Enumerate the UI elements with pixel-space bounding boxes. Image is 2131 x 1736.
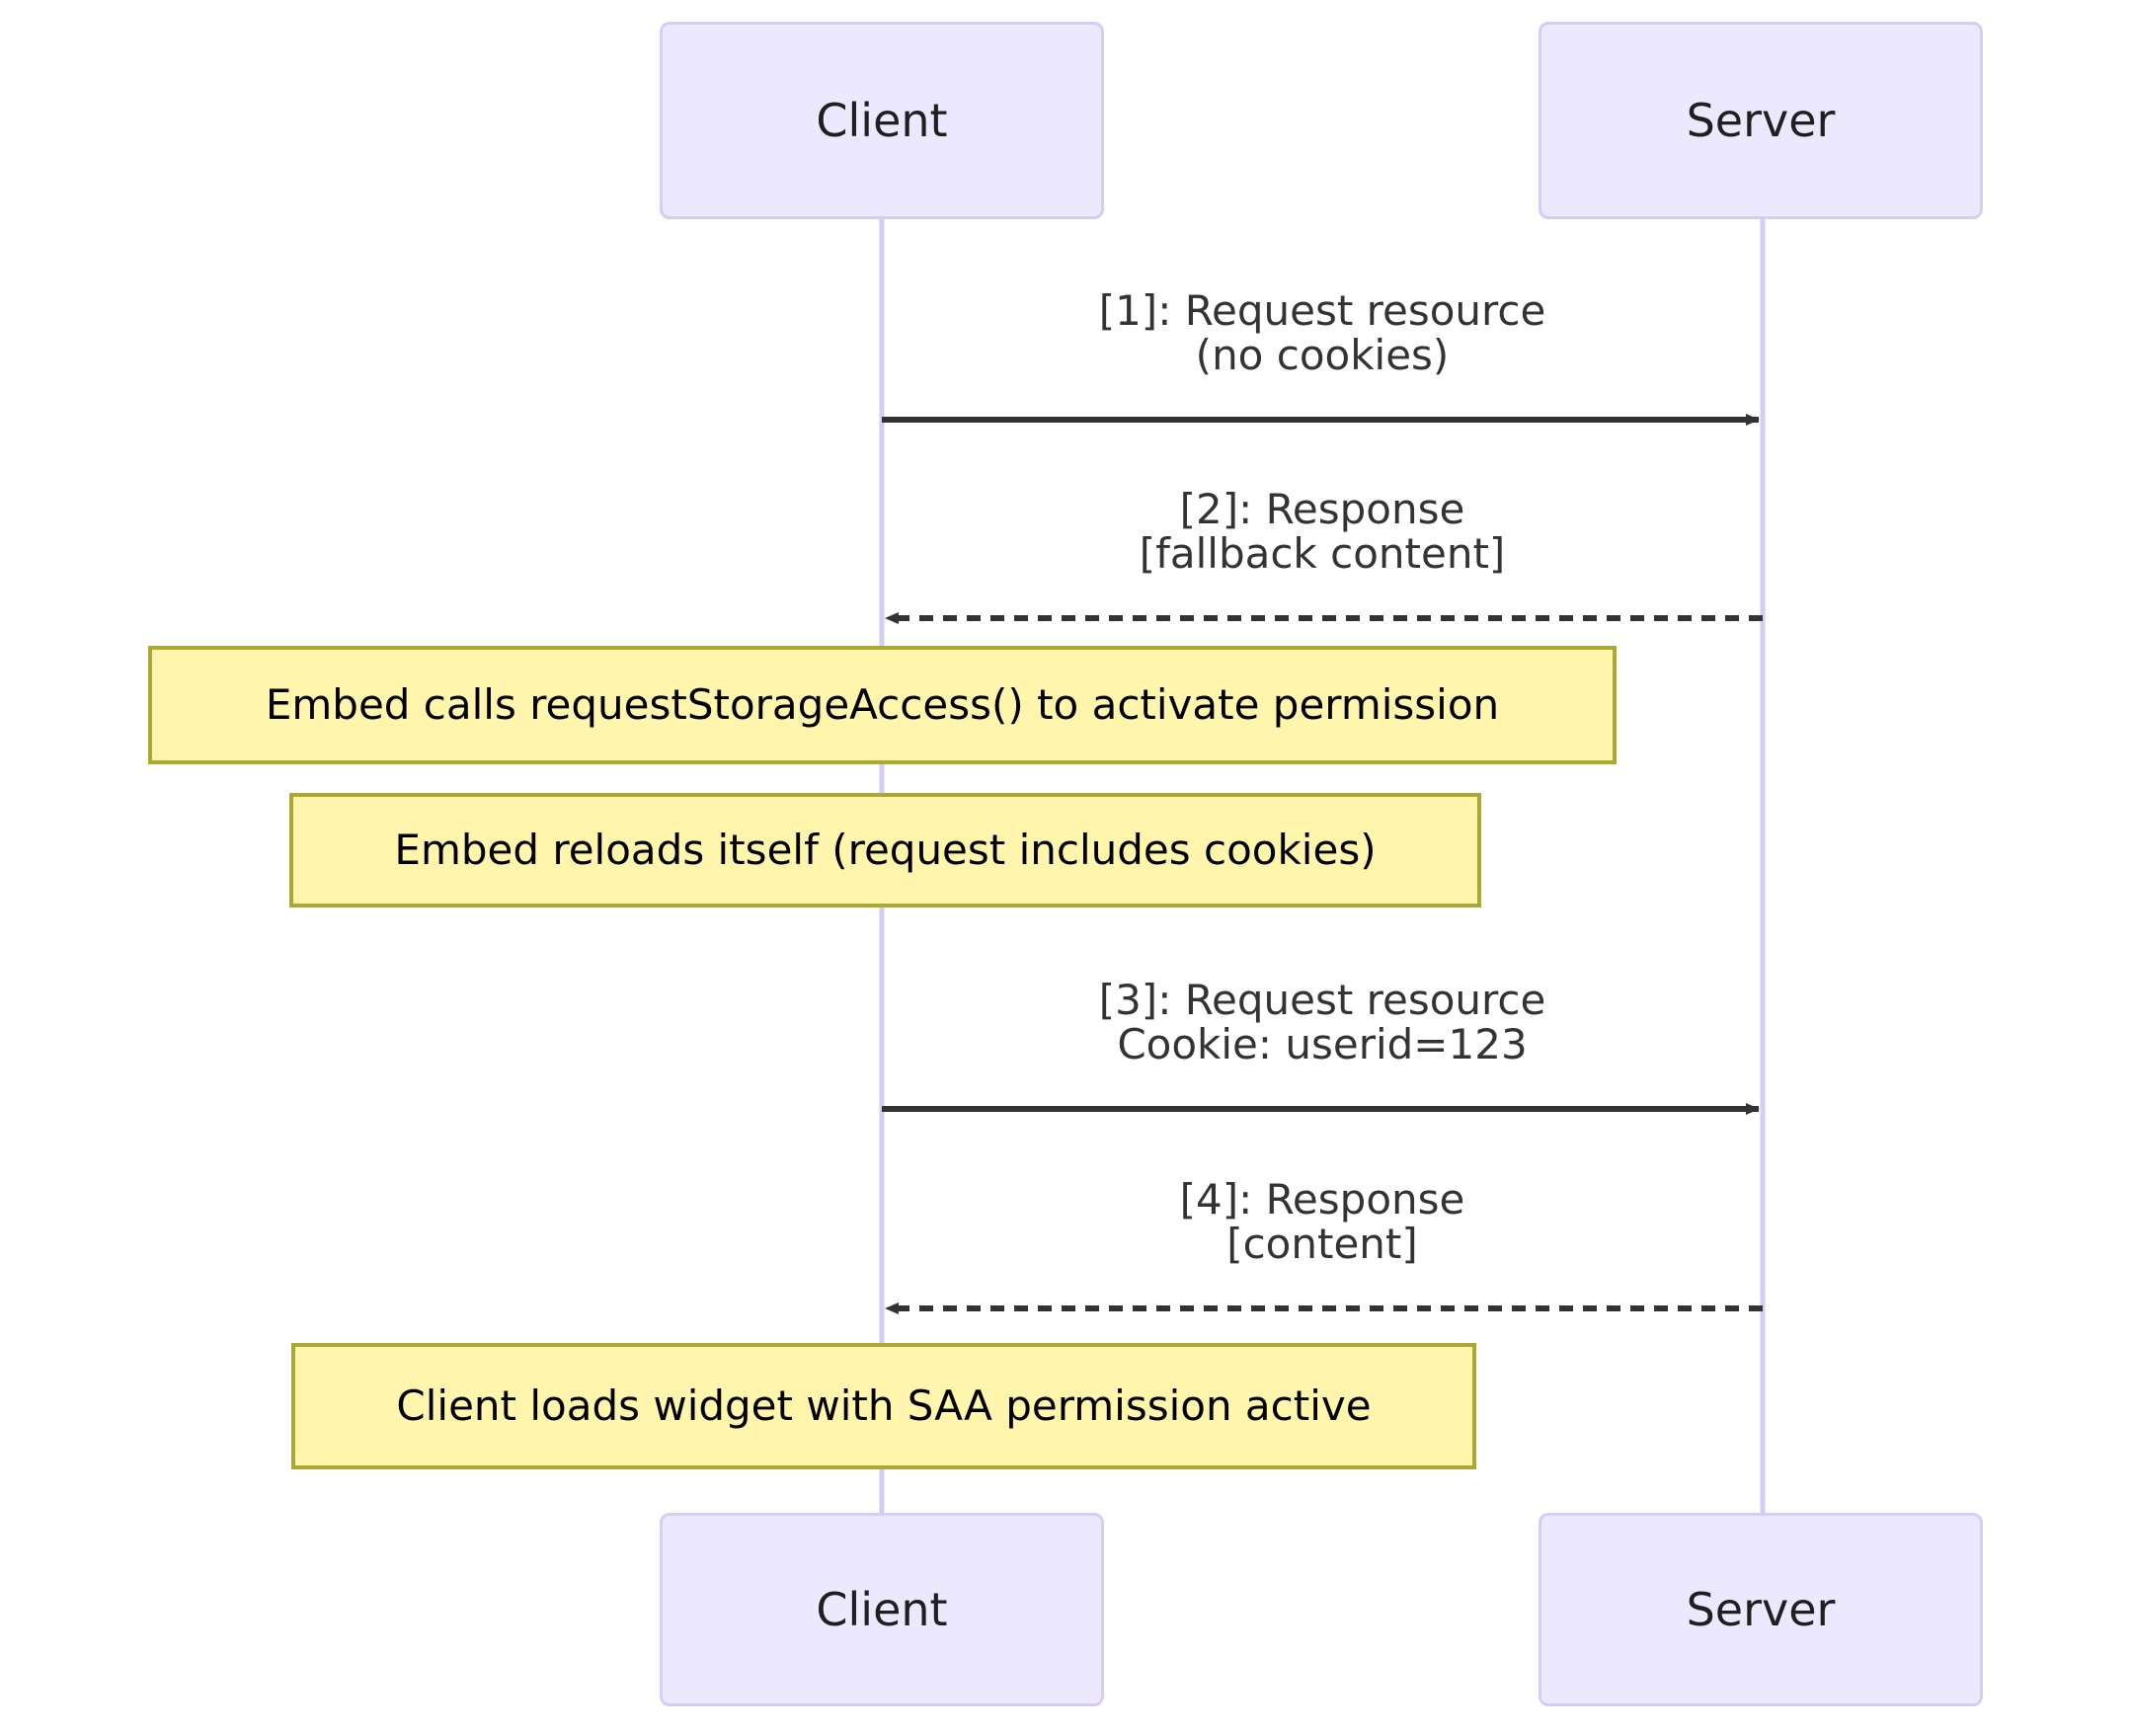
participant-label-server-bottom: Server (1686, 1583, 1836, 1636)
message-label-4-line2: [content] (1226, 1220, 1418, 1269)
message-label-3: [3]: Request resource Cookie: userid=123 (1099, 978, 1546, 1067)
note-box-2[interactable]: Embed reloads itself (request includes c… (289, 793, 1481, 907)
message-label-1-line1: [1]: Request resource (1098, 286, 1546, 335)
message-label-1: [1]: Request resource (no cookies) (1099, 288, 1546, 378)
message-label-4-line1: [4]: Response (1179, 1175, 1465, 1223)
message-label-1-line2: (no cookies) (1195, 331, 1450, 380)
participant-box-client-top[interactable]: Client (660, 22, 1104, 219)
note-label-2: Embed reloads itself (request includes c… (394, 825, 1377, 874)
participant-label-client-top: Client (816, 94, 948, 147)
note-label-1: Embed calls requestStorageAccess() to ac… (265, 679, 1500, 729)
message-label-2: [2]: Response [fallback content] (1140, 487, 1506, 577)
participant-box-server-bottom[interactable]: Server (1539, 1513, 1983, 1706)
message-label-2-line2: [fallback content] (1139, 529, 1506, 579)
note-box-3[interactable]: Client loads widget with SAA permission … (291, 1343, 1476, 1469)
message-label-2-line1: [2]: Response (1179, 485, 1465, 533)
note-box-1[interactable]: Embed calls requestStorageAccess() to ac… (148, 646, 1617, 764)
participant-label-server-top: Server (1686, 94, 1836, 147)
participant-label-client-bottom: Client (816, 1583, 948, 1636)
participant-box-client-bottom[interactable]: Client (660, 1513, 1104, 1706)
message-label-4: [4]: Response [content] (1180, 1177, 1465, 1267)
note-label-3: Client loads widget with SAA permission … (396, 1381, 1372, 1430)
message-label-3-line2: Cookie: userid=123 (1117, 1020, 1528, 1069)
message-label-3-line1: [3]: Request resource (1098, 976, 1546, 1024)
participant-box-server-top[interactable]: Server (1539, 22, 1983, 219)
